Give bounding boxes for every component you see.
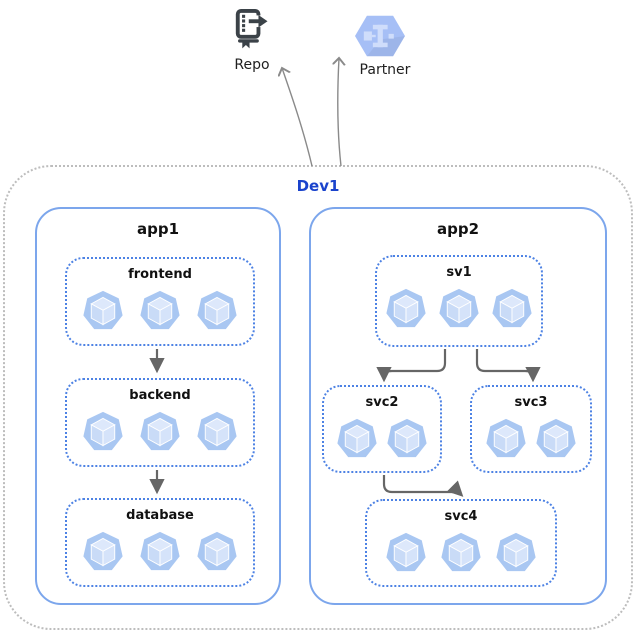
service-svc2-label: svc2 <box>365 395 399 410</box>
pod-icon <box>140 531 180 571</box>
dev1-boundary-box <box>3 165 633 630</box>
partner-hexagon-icon <box>355 15 405 57</box>
edge-dev1-repo <box>282 68 313 167</box>
pod-icon <box>536 418 576 458</box>
cluster-app1-label: app1 <box>136 220 180 238</box>
backend-pods-row <box>67 410 253 454</box>
pod-icon <box>496 532 536 572</box>
pod-icon <box>386 532 426 572</box>
pod-icon <box>197 411 237 451</box>
pod-icon <box>386 288 426 328</box>
pod-icon <box>83 290 123 330</box>
service-database-label: database <box>126 508 194 523</box>
service-sv1-label: sv1 <box>446 265 472 280</box>
pod-icon <box>140 290 180 330</box>
pod-icon <box>83 411 123 451</box>
pod-icon <box>197 531 237 571</box>
service-backend-label: backend <box>129 388 191 403</box>
repo-label: Repo <box>234 57 270 73</box>
pod-icon <box>492 288 532 328</box>
service-box-database: database <box>65 498 255 587</box>
pod-icon <box>197 290 237 330</box>
service-svc4-label: svc4 <box>444 509 478 524</box>
database-pods-row <box>67 530 253 574</box>
service-box-svc4: svc4 <box>365 499 557 587</box>
dev1-boundary-label: Dev1 <box>296 177 340 195</box>
frontend-pods-row <box>67 289 253 333</box>
pod-icon <box>387 418 427 458</box>
service-frontend-label: frontend <box>128 267 192 282</box>
partner-label: Partner <box>359 62 411 78</box>
service-box-frontend: frontend <box>65 257 255 346</box>
pod-icon <box>439 288 479 328</box>
pod-icon <box>83 531 123 571</box>
edge-dev1-partner <box>338 58 341 167</box>
pod-icon <box>337 418 377 458</box>
service-box-svc2: svc2 <box>322 385 442 473</box>
service-box-svc3: svc3 <box>470 385 592 473</box>
cluster-app2-label: app2 <box>436 220 480 238</box>
pod-icon <box>486 418 526 458</box>
svc4-pods-row <box>367 531 555 575</box>
svc2-pods-row <box>324 417 440 461</box>
service-svc3-label: svc3 <box>514 395 548 410</box>
pod-icon <box>140 411 180 451</box>
svc3-pods-row <box>472 417 590 461</box>
sv1-pods-row <box>377 287 541 331</box>
service-box-sv1: sv1 <box>375 255 543 347</box>
pod-icon <box>441 532 481 572</box>
service-box-backend: backend <box>65 378 255 467</box>
source-repo-icon <box>235 8 268 49</box>
